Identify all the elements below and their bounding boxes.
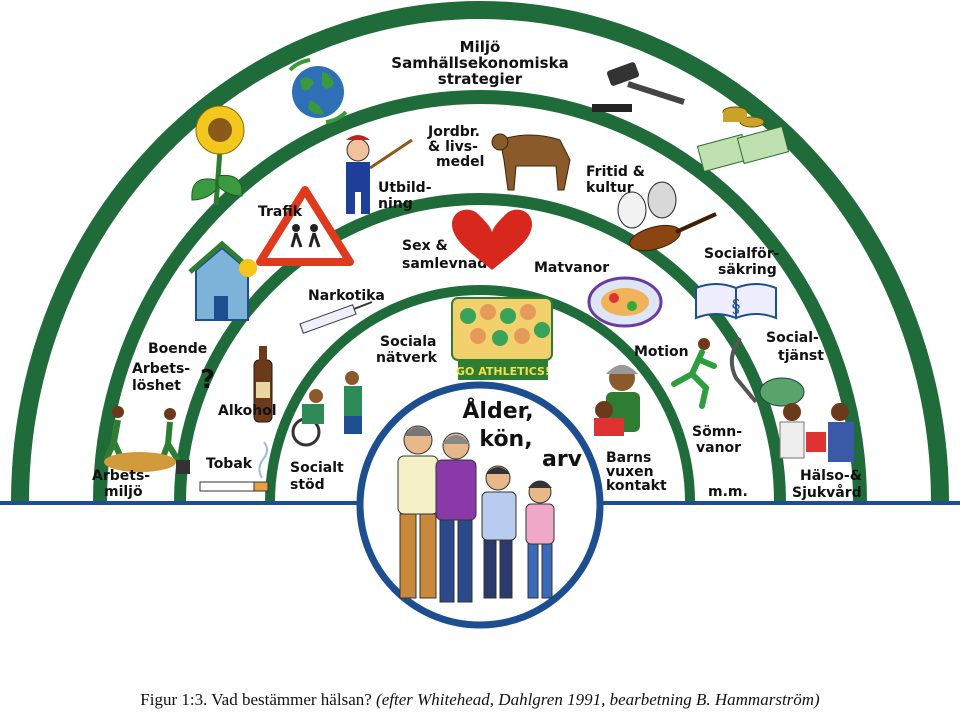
label-barns-1: Barns xyxy=(606,450,651,466)
core-line2: kön, xyxy=(479,427,532,452)
healthcare-icon xyxy=(779,403,854,462)
label-arbetsloshet-1: Arbets- xyxy=(132,361,190,377)
core-line1: Ålder, xyxy=(462,398,533,424)
label-jordbr-1: Jordbr. xyxy=(427,124,480,140)
food-plate-icon xyxy=(587,276,663,328)
label-matvanor: Matvanor xyxy=(534,260,609,276)
label-socialt-stod-1: Socialt xyxy=(290,460,344,476)
svg-text:§: § xyxy=(732,296,741,317)
book-icon: § xyxy=(695,283,777,320)
label-narkotika: Narkotika xyxy=(308,288,385,304)
label-utbildning-1: Utbild- xyxy=(378,180,432,196)
cigarette-icon xyxy=(199,441,269,492)
workers-icon xyxy=(103,406,190,474)
globe-icon xyxy=(288,58,348,124)
label-somnvanor-2: vanor xyxy=(696,440,741,456)
arc-2 xyxy=(93,90,867,503)
label-socialtjanst-1: Social- xyxy=(766,330,819,346)
label-socialfors-2: säkring xyxy=(718,262,777,278)
label-sociala-1: Sociala xyxy=(380,334,437,350)
money-icon xyxy=(696,106,790,173)
teacher-icon xyxy=(346,135,413,214)
label-arbetsmiljo-2: miljö xyxy=(104,484,143,500)
caption-prefix: Figur 1:3. Vad bestämmer hälsan? xyxy=(140,690,372,709)
label-sex-2: samlevnad xyxy=(402,256,487,272)
label-mm: m.m. xyxy=(708,484,748,500)
label-somnvanor-1: Sömn- xyxy=(692,424,742,440)
family-icon xyxy=(397,425,555,603)
heart-icon xyxy=(452,209,532,270)
label-motion: Motion xyxy=(634,344,689,360)
go-athletics-text: GO ATHLETICS! xyxy=(456,365,550,378)
theater-masks-icon xyxy=(617,181,677,229)
label-socialtjanst-2: tjänst xyxy=(778,348,824,364)
label-arbetsloshet-2: löshet xyxy=(132,378,181,394)
runner-icon xyxy=(671,338,717,409)
label-halso-2: Sjukvård xyxy=(792,484,862,501)
label-sex-1: Sex & xyxy=(402,238,448,254)
label-fritid-2: kultur xyxy=(586,180,634,196)
label-trafik: Trafik xyxy=(258,204,303,220)
label-tobak: Tobak xyxy=(206,456,253,472)
outer-title: Miljö xyxy=(460,38,501,56)
wheelchair-icon xyxy=(291,371,362,447)
arc-3 xyxy=(174,193,786,503)
crowd-icon xyxy=(451,297,553,361)
reading-family-icon xyxy=(594,365,640,436)
label-socialfors-1: Socialför- xyxy=(704,246,780,262)
violin-icon xyxy=(629,212,717,252)
traffic-sign-icon xyxy=(256,186,354,266)
house-icon xyxy=(188,240,257,321)
label-fritid-1: Fritid & xyxy=(586,164,645,180)
label-alkohol: Alkohol xyxy=(218,403,277,419)
bottle-icon xyxy=(253,346,273,423)
cow-icon xyxy=(491,133,571,191)
sunflower-icon xyxy=(191,105,245,206)
outer-line3: strategier xyxy=(438,70,523,88)
label-barns-3: kontakt xyxy=(606,478,667,494)
vacuum-icon xyxy=(729,336,805,407)
syringe-icon xyxy=(299,301,373,334)
go-athletics-banner: GO ATHLETICS! xyxy=(456,360,550,380)
caption-italic: (efter Whitehead, Dahlgren 1991, bearbet… xyxy=(376,690,820,709)
label-arbetsmiljo-1: Arbets- xyxy=(92,468,150,484)
label-socialt-stod-2: stöd xyxy=(290,477,325,493)
label-barns-2: vuxen xyxy=(606,464,654,480)
figure-caption: Figur 1:3. Vad bestämmer hälsan? (efter … xyxy=(0,690,960,710)
core-line3: arv xyxy=(542,447,583,472)
label-utbildning-2: ning xyxy=(378,196,413,212)
label-sociala-2: nätverk xyxy=(376,350,438,366)
question-mark-icon: ? xyxy=(200,365,215,395)
gavel-icon xyxy=(592,62,685,112)
outer-arc xyxy=(11,1,949,503)
label-boende: Boende xyxy=(148,341,207,357)
arc-4 xyxy=(265,285,695,503)
outer-line2: Samhällsekonomiska xyxy=(391,54,568,72)
label-jordbr-3: medel xyxy=(436,154,484,170)
label-jordbr-2: & livs- xyxy=(428,139,478,155)
label-halso-1: Hälso-& xyxy=(800,468,862,484)
